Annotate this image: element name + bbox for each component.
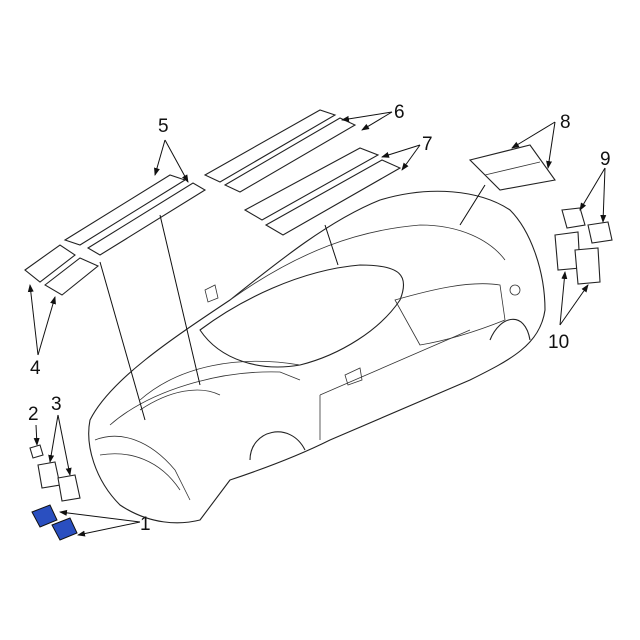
callout-9: 9 — [600, 149, 611, 170]
part-1-decal[interactable] — [31, 504, 58, 528]
part-4-stripes — [24, 244, 100, 296]
callout-8: 8 — [560, 112, 571, 133]
callout-2: 2 — [28, 404, 39, 425]
part-6-roof-stripes — [203, 109, 357, 193]
part-1-decal[interactable] — [51, 517, 78, 541]
callout-10: 10 — [548, 332, 569, 353]
callout-7: 7 — [422, 134, 433, 155]
part-5-hood-stripes — [63, 174, 207, 256]
part-8-decklid-stripe — [468, 144, 556, 191]
part-10-badges — [554, 231, 601, 285]
part-7-stripes — [243, 147, 402, 236]
callout-5: 5 — [158, 116, 169, 137]
leader-lines — [27, 111, 607, 537]
part-2-3-badges — [29, 444, 81, 502]
part-1-highlighted[interactable] — [31, 504, 78, 541]
callout-1: 1 — [140, 514, 151, 535]
car-body — [88, 190, 546, 524]
callout-3: 3 — [51, 394, 62, 415]
callout-6: 6 — [394, 102, 405, 123]
callout-4: 4 — [30, 358, 41, 379]
part-9-badges — [561, 207, 613, 244]
